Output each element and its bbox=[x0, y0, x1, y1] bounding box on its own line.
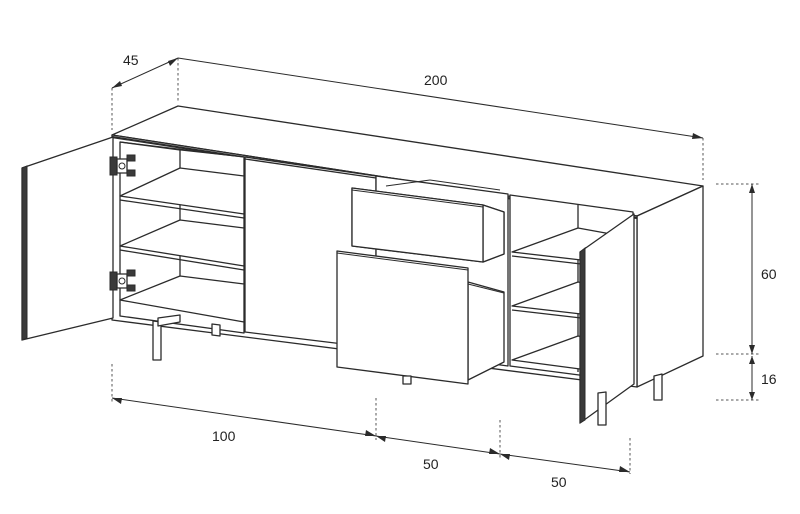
depth-label: 45 bbox=[123, 52, 139, 68]
lower-drawer bbox=[336, 250, 505, 385]
hinge-icon bbox=[109, 269, 136, 292]
left-shelf-2 bbox=[119, 219, 245, 267]
leg-back-left bbox=[211, 323, 221, 337]
cabinet-right-side bbox=[636, 185, 704, 388]
right-door bbox=[579, 213, 635, 424]
middle-section-dimension bbox=[375, 420, 501, 458]
right-section-label: 50 bbox=[551, 474, 567, 490]
height-label: 60 bbox=[761, 266, 777, 282]
width-dimension bbox=[177, 57, 704, 180]
left-shelf-1 bbox=[119, 167, 245, 215]
left-bottom bbox=[119, 275, 245, 323]
leg-height-dimension bbox=[716, 356, 760, 401]
leg-front-left bbox=[152, 314, 181, 361]
depth-dimension bbox=[111, 57, 179, 130]
height-dimension bbox=[716, 183, 760, 355]
leg-front-right bbox=[597, 391, 607, 426]
right-section-dimension bbox=[499, 438, 631, 474]
left-section-label: 100 bbox=[212, 428, 236, 444]
leg-back-right bbox=[653, 373, 663, 401]
left-compartment bbox=[119, 141, 245, 334]
upper-drawer bbox=[351, 187, 505, 263]
total-width-label: 200 bbox=[424, 72, 448, 88]
hinge-icon bbox=[109, 154, 136, 177]
legs bbox=[152, 314, 663, 426]
leg-height-label: 16 bbox=[761, 371, 777, 387]
left-door bbox=[21, 136, 136, 341]
middle-section-label: 50 bbox=[423, 456, 439, 472]
left-section-dimension bbox=[111, 364, 377, 440]
